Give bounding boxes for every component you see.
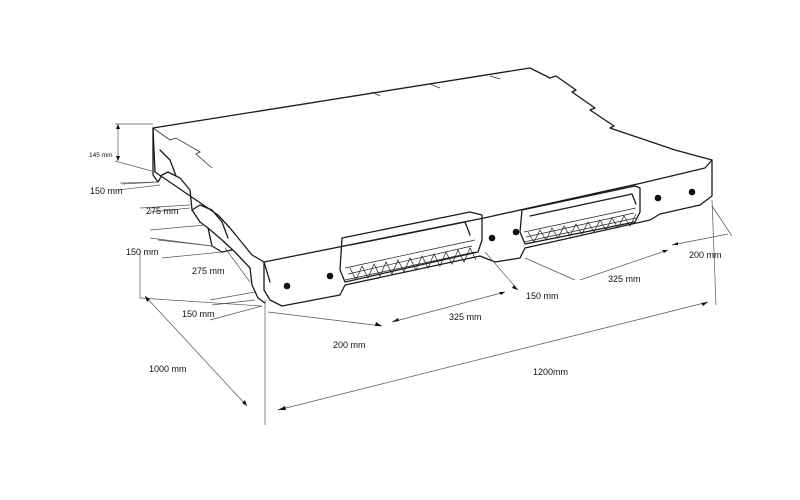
front-hole-6 <box>688 188 696 196</box>
pallet-top-deck <box>152 67 713 263</box>
label-front-200: 200 mm <box>333 340 366 350</box>
label-left-275-upper: 275 mm <box>146 206 179 216</box>
dimension-labels: 145 mm 150 mm 275 mm 150 mm 275 mm 150 m… <box>89 152 722 377</box>
label-left-upper-150: 150 mm <box>90 186 123 196</box>
front-hole-4 <box>512 228 520 236</box>
dimension-extension-lines <box>114 123 733 425</box>
front-hole-5 <box>654 194 662 202</box>
label-left-275-lower: 275 mm <box>192 266 225 276</box>
label-front-150: 150 mm <box>526 291 559 301</box>
label-front-325: 325 mm <box>449 312 482 322</box>
front-hole-2 <box>326 272 334 280</box>
label-length-1200: 1200mm <box>533 367 568 377</box>
front-hole-3 <box>488 234 496 242</box>
label-depth-1000: 1000 mm <box>149 364 187 374</box>
label-left-lower-150: 150 mm <box>182 309 215 319</box>
front-right-opening-lattice <box>523 207 637 243</box>
label-right-200: 200 mm <box>689 250 722 260</box>
dimension-arrows <box>116 124 729 411</box>
label-left-middle-150: 150 mm <box>126 247 159 257</box>
label-height: 145 mm <box>89 152 112 159</box>
front-left-opening-lattice <box>344 239 477 281</box>
label-right-325: 325 mm <box>608 274 641 284</box>
pallet-front-face <box>263 159 713 307</box>
front-hole-1 <box>283 282 291 290</box>
